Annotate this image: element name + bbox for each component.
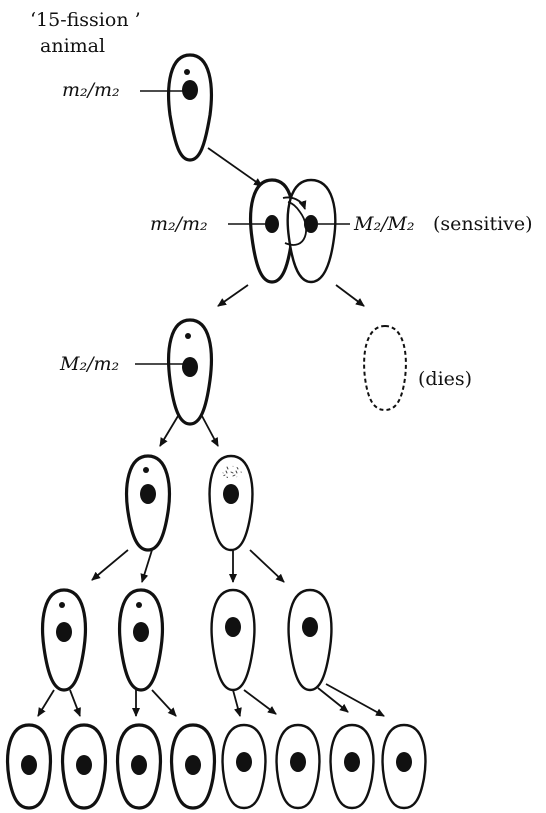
- cell-dead-exconjugant: [364, 326, 406, 410]
- cell-r4-sensitive-1: [212, 590, 255, 690]
- arrow-r4-f: [244, 690, 276, 714]
- label-dies: (dies): [418, 368, 472, 390]
- arrow-r2-right: [202, 416, 218, 446]
- title-line-1: ‘15-fission ’: [30, 9, 141, 31]
- cell-r5-killer-2: [63, 725, 106, 808]
- title-line-2: animal: [40, 35, 105, 57]
- cell-r5-killer-1: [8, 725, 51, 808]
- label-m2m2-conjugant: m₂/m₂: [150, 213, 208, 235]
- cell-r5-sensitive-3: [331, 725, 374, 808]
- cell-r5-killer-4: [172, 725, 215, 808]
- label-m2m2-top: m₂/m₂: [62, 79, 120, 101]
- arrow-to-exconjugant-dead: [336, 285, 364, 306]
- arrow-r4-g: [318, 688, 348, 712]
- label-M2M2: M₂/M₂: [353, 213, 415, 235]
- arrow-r3-b: [142, 550, 152, 582]
- arrow-r4-b: [70, 690, 80, 716]
- arrow-r4-h: [326, 684, 384, 716]
- cell-r3-killer: [127, 456, 170, 550]
- cell-conjugant-sensitive: [288, 180, 336, 282]
- cell-r5-sensitive-1: [223, 725, 266, 808]
- label-sensitive: (sensitive): [433, 213, 533, 235]
- arrow-r2-left: [160, 416, 178, 446]
- label-M2m2: M₂/m₂: [59, 353, 119, 375]
- arrow-r4-e: [233, 690, 240, 716]
- arrow-to-conjugation: [208, 148, 262, 186]
- cell-exconjugant-killer: [169, 320, 212, 424]
- cell-original-killer: [169, 55, 212, 160]
- arrow-r4-d: [152, 690, 176, 716]
- cell-r4-killer-1: [43, 590, 86, 690]
- arrow-r3-a: [92, 550, 128, 580]
- cell-r4-killer-2: [120, 590, 163, 690]
- cell-r3-sensitive-residual: [210, 456, 253, 550]
- cell-r4-sensitive-2: [289, 590, 332, 690]
- cell-r5-killer-3: [118, 725, 161, 808]
- cell-r5-sensitive-4: [383, 725, 426, 808]
- arrow-r4-a: [38, 690, 54, 716]
- cell-r5-sensitive-2: [277, 725, 320, 808]
- arrow-to-exconjugant-killer: [218, 285, 248, 306]
- arrow-r3-d: [250, 550, 284, 582]
